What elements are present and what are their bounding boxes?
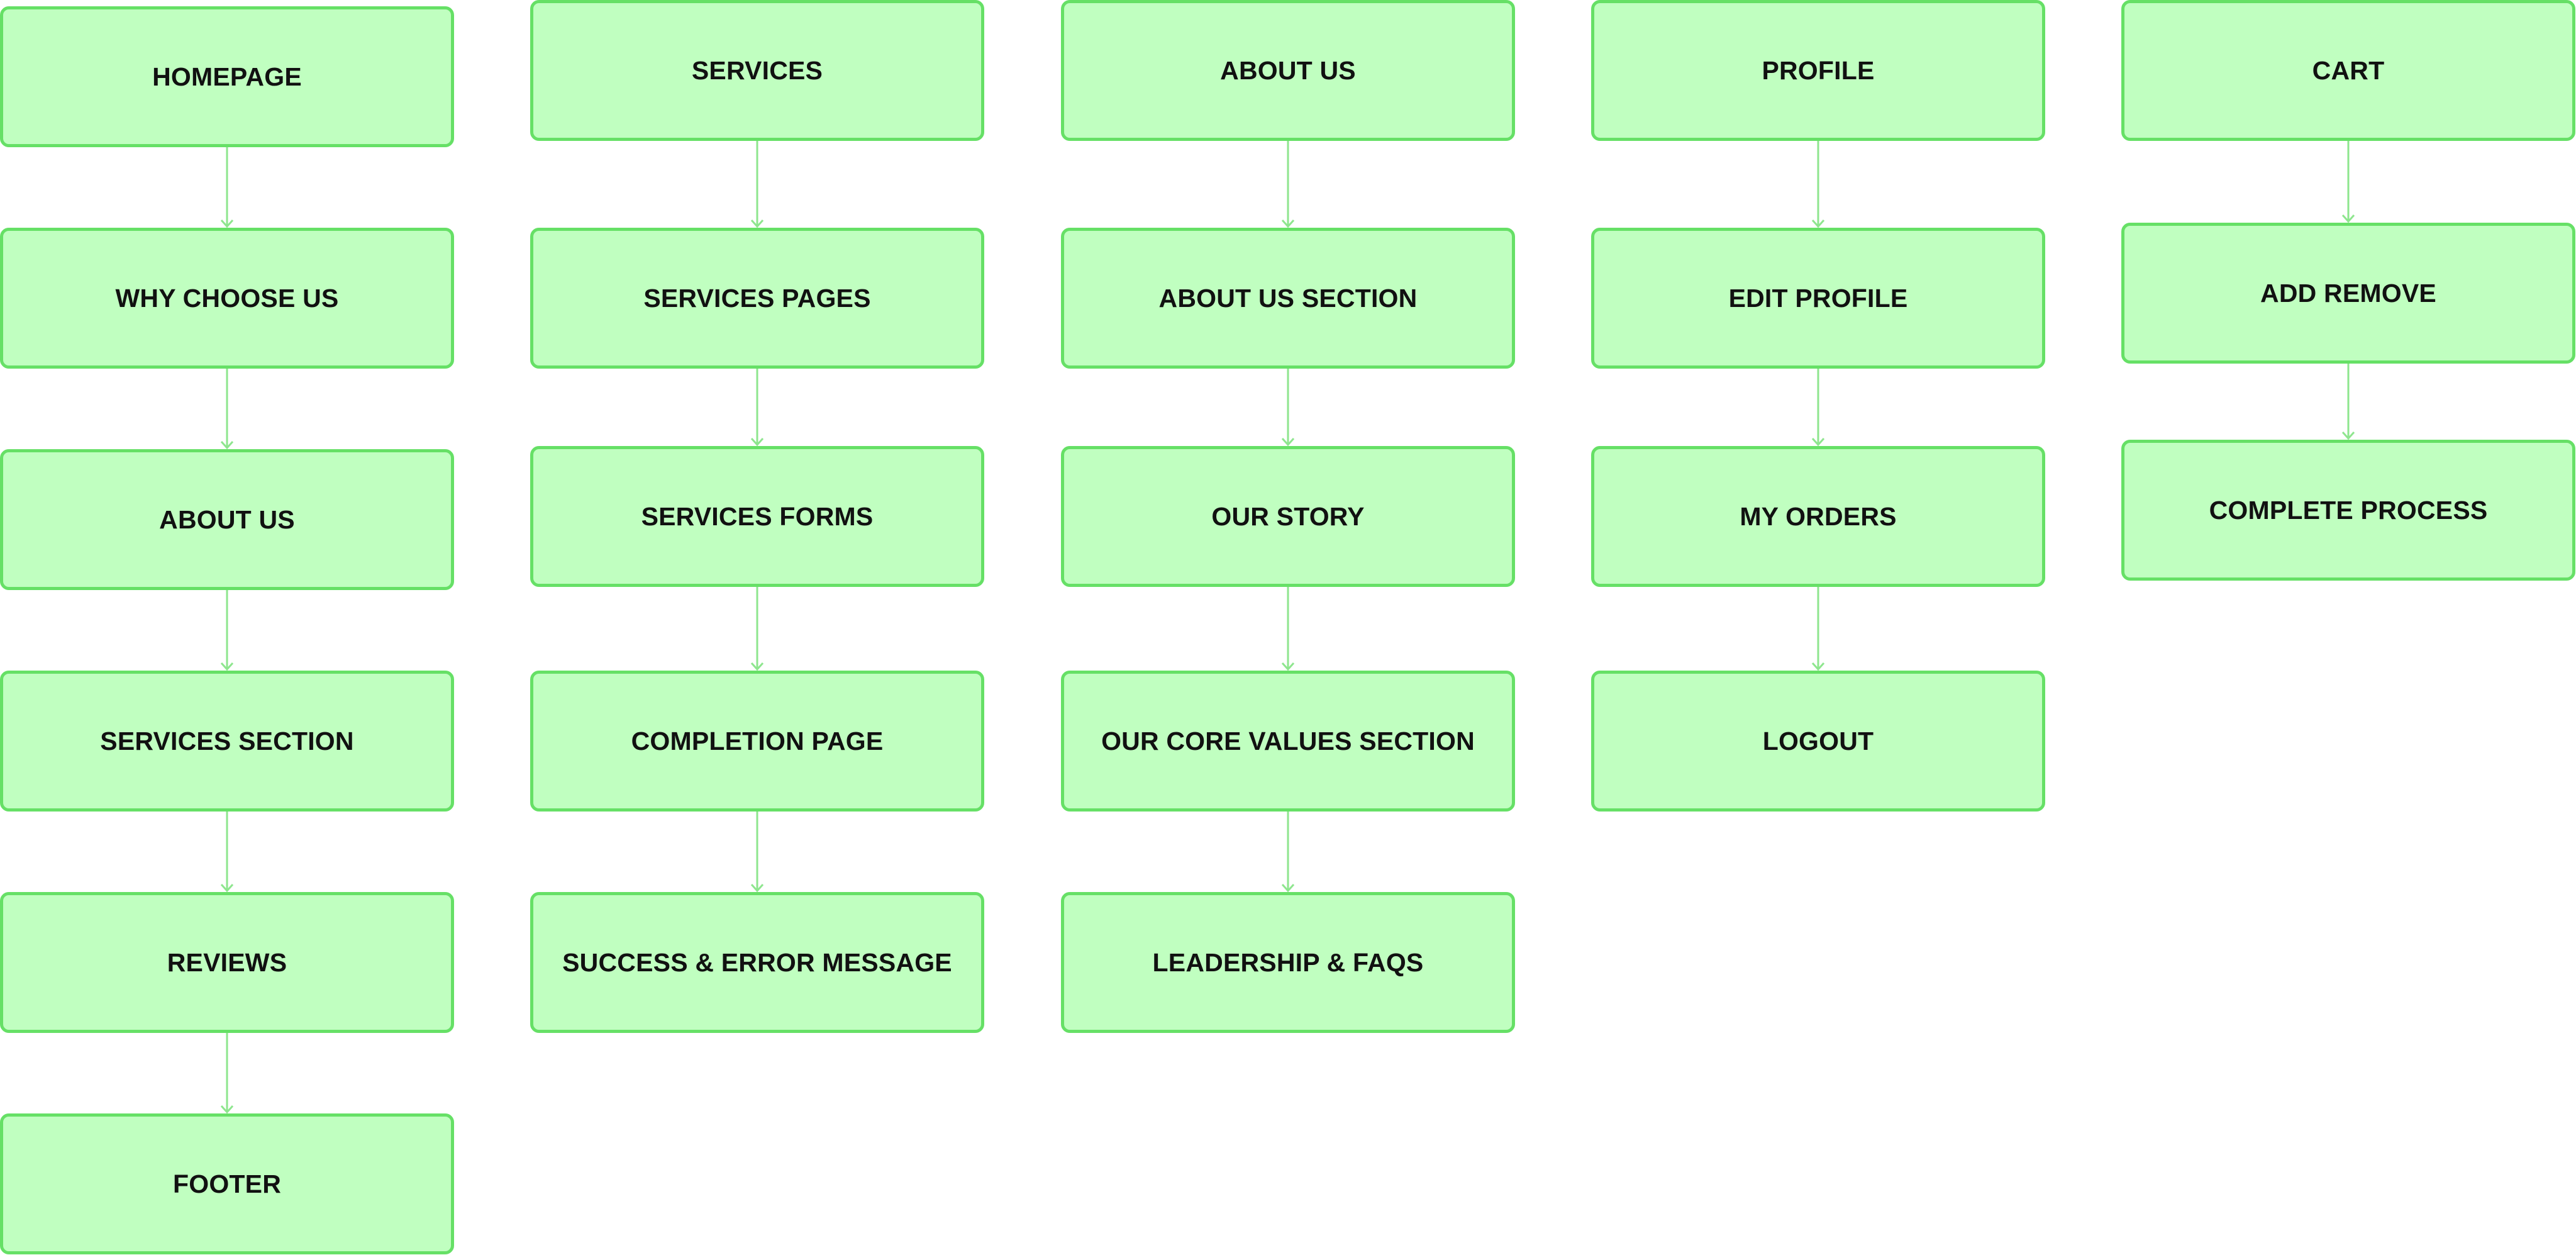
connector-arrowhead (2341, 431, 2355, 440)
node-label: ADD REMOVE (2260, 278, 2436, 308)
node-cart-cart: CART (2121, 0, 2575, 141)
node-profile-edit-profile: EDIT PROFILE (1591, 228, 2045, 369)
node-about-us-leadership-and-faqs: LEADERSHIP & FAQS (1061, 892, 1515, 1033)
node-label: SERVICES FORMS (641, 501, 874, 531)
node-about-us-our-story: OUR STORY (1061, 446, 1515, 587)
connector-arrowhead (1811, 437, 1825, 447)
node-label: ABOUT US SECTION (1158, 283, 1418, 313)
node-label: LOGOUT (1762, 726, 1874, 756)
node-profile-logout: LOGOUT (1591, 671, 2045, 812)
node-services-success-and-error-message: SUCCESS & ERROR MESSAGE (530, 892, 984, 1033)
node-cart-add-remove: ADD REMOVE (2121, 223, 2575, 364)
connector-arrowhead (1281, 883, 1295, 893)
node-profile-my-orders: MY ORDERS (1591, 446, 2045, 587)
connector-arrowhead (220, 883, 234, 893)
connector-arrowhead (750, 437, 764, 447)
node-profile-profile: PROFILE (1591, 0, 2045, 141)
node-label: CART (2312, 55, 2385, 85)
connector-arrowhead (750, 883, 764, 893)
node-about-us-our-core-values-section: OUR CORE VALUES SECTION (1061, 671, 1515, 812)
node-homepage-services-section: SERVICES SECTION (0, 671, 454, 812)
node-label: REVIEWS (167, 947, 287, 977)
connector-arrowhead (1811, 219, 1825, 228)
node-about-us-about-us-section: ABOUT US SECTION (1061, 228, 1515, 369)
connector-arrowhead (1281, 219, 1295, 228)
node-label: SERVICES PAGES (643, 283, 871, 313)
connector-arrowhead (1281, 662, 1295, 671)
node-label: SERVICES SECTION (100, 726, 354, 756)
connector-arrowhead (220, 440, 234, 450)
node-services-services: SERVICES (530, 0, 984, 141)
connector-arrowhead (220, 1105, 234, 1114)
connector-arrowhead (1281, 437, 1295, 447)
node-label: MY ORDERS (1740, 501, 1897, 531)
node-label: ABOUT US (1220, 55, 1356, 85)
node-label: HOMEPAGE (152, 62, 302, 91)
node-homepage-homepage: HOMEPAGE (0, 6, 454, 147)
node-homepage-about-us: ABOUT US (0, 449, 454, 590)
node-services-services-forms: SERVICES FORMS (530, 446, 984, 587)
connector-arrowhead (750, 662, 764, 671)
connector-arrowhead (2341, 214, 2355, 223)
node-label: OUR CORE VALUES SECTION (1101, 726, 1475, 756)
node-label: OUR STORY (1211, 501, 1365, 531)
node-label: SERVICES (691, 55, 823, 85)
connector-arrowhead (220, 219, 234, 228)
node-cart-complete-process: COMPLETE PROCESS (2121, 440, 2575, 581)
node-homepage-footer: FOOTER (0, 1113, 454, 1254)
connector-arrowhead (220, 662, 234, 671)
node-label: ABOUT US (159, 505, 295, 534)
node-label: LEADERSHIP & FAQS (1152, 947, 1424, 977)
connector-arrowhead (1811, 662, 1825, 671)
node-about-us-about-us: ABOUT US (1061, 0, 1515, 141)
node-homepage-reviews: REVIEWS (0, 892, 454, 1033)
node-label: FOOTER (172, 1169, 282, 1198)
node-label: COMPLETION PAGE (631, 726, 884, 756)
node-label: WHY CHOOSE US (115, 283, 339, 313)
connector-arrowhead (750, 219, 764, 228)
node-services-completion-page: COMPLETION PAGE (530, 671, 984, 812)
node-label: EDIT PROFILE (1728, 283, 1908, 313)
node-label: PROFILE (1762, 55, 1875, 85)
node-label: SUCCESS & ERROR MESSAGE (562, 947, 952, 977)
node-label: COMPLETE PROCESS (2209, 495, 2488, 525)
node-homepage-why-choose-us: WHY CHOOSE US (0, 228, 454, 369)
node-services-services-pages: SERVICES PAGES (530, 228, 984, 369)
